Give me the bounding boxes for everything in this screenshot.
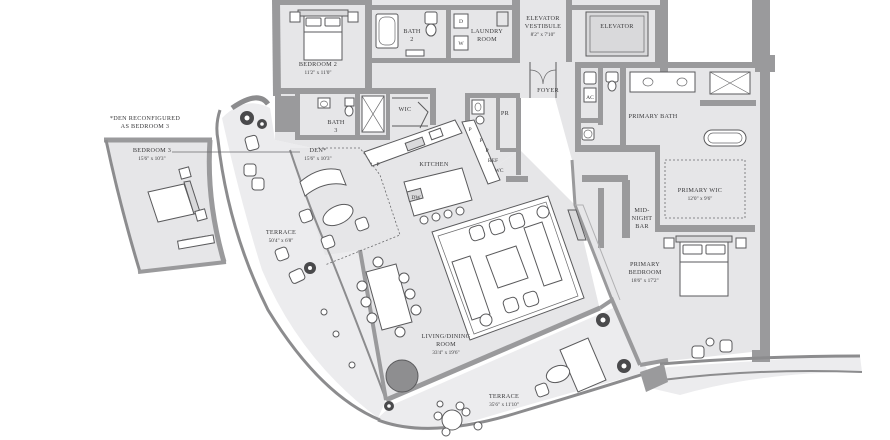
midnight-bar-label-3: BAR: [635, 223, 649, 230]
primary-wic-label: PRIMARY WIC: [678, 187, 722, 194]
living-dining-label-2: ROOM: [436, 341, 456, 348]
midnight-bar: MID- NIGHT BAR: [632, 207, 653, 230]
dishwasher-label: DW: [411, 195, 421, 201]
laundry-room: D W LAUNDRY ROOM: [453, 11, 509, 51]
primary-bedroom: PRIMARY BEDROOM 18'6" x 17'2": [628, 235, 747, 359]
wine-cooler-label: WC: [494, 168, 503, 174]
living-dining-dim: 33'4" x 19'6": [432, 350, 459, 356]
powder-room: PR: [471, 99, 510, 125]
inset-room-dim: 15'6" x 10'3": [138, 156, 165, 162]
bath-2-number: 2: [410, 36, 413, 43]
bath-2: BATH 2: [375, 11, 438, 57]
laundry-label: LAUNDRY: [471, 28, 503, 35]
foyer-label: FOYER: [537, 87, 559, 94]
bedroom-2-label: BEDROOM 2: [299, 61, 337, 68]
plant-icon: [617, 359, 631, 373]
refrigerator-label: REF: [488, 158, 498, 164]
pantry-3-label: P: [479, 138, 482, 144]
pantry-2-label: P: [468, 127, 471, 133]
living-dining-label: LIVING/DINING: [422, 333, 471, 340]
plant-icon: [304, 262, 316, 274]
living-dining-room: LIVING/DINING ROOM 33'4" x 19'6": [356, 195, 585, 393]
inset-note-line-1: *DEN RECONFIGURED: [110, 115, 180, 122]
elevator-vestibule-dim: 8'2" x 7'10": [531, 32, 556, 38]
elevator-vestibule: ELEVATOR VESTIBULE 8'2" x 7'10": [525, 15, 561, 38]
walk-in-closet: WIC: [392, 97, 429, 129]
terrace-west-dim: 50'4" x 6'8": [269, 238, 294, 244]
washer-label: W: [458, 41, 464, 47]
plant-icon: [596, 313, 610, 327]
powder-room-label: PR: [501, 110, 510, 117]
pantry-4-label: P: [485, 148, 488, 154]
pantry-1-label: P: [376, 162, 379, 168]
bath-3-label: BATH: [327, 119, 345, 126]
midnight-bar-label-2: NIGHT: [632, 215, 653, 222]
terrace-south-area: [378, 305, 648, 431]
midnight-bar-label: MID-: [634, 207, 649, 214]
bath-3-number: 3: [334, 127, 337, 134]
primary-bedroom-label-2: BEDROOM: [628, 269, 661, 276]
terrace-west-label: TERRACE: [266, 229, 296, 236]
inset-bedroom-3: *DEN RECONFIGURED AS BEDROOM 3 BEDROOM 3…: [104, 115, 300, 274]
plant-icon: [257, 119, 267, 129]
bath-2-label: BATH: [403, 28, 421, 35]
terrace-south: TERRACE 35'6" x 11'10": [433, 337, 607, 437]
terrace-south-label: TERRACE: [489, 393, 519, 400]
laundry-label-2: ROOM: [477, 36, 497, 43]
kitchen-label: KITCHEN: [419, 161, 448, 168]
wic-label: WIC: [399, 106, 412, 113]
elevator-vestibule-label-2: VESTIBULE: [525, 23, 561, 30]
den-dim: 15'6" x 10'3": [304, 156, 331, 162]
bath-3: BATH 3: [317, 95, 385, 134]
primary-wic-dim: 12'0" x 9'6": [688, 196, 713, 202]
plant-icon: [240, 111, 254, 125]
elevator-cab: [585, 11, 649, 57]
elevator-vestibule-label: ELEVATOR: [526, 15, 560, 22]
primary-bath: AC PRIMARY BATH: [581, 71, 751, 147]
den: DEN* 15'6" x 10'3": [298, 147, 401, 266]
terrace-west: TERRACE 50'4" x 6'8": [243, 134, 356, 369]
den-label: DEN*: [309, 147, 326, 154]
kitchen: P P P P REF WC DW KITCHEN: [363, 119, 504, 225]
dryer-label: D: [459, 19, 463, 25]
terrace-south-dim: 35'6" x 11'10": [489, 402, 519, 408]
bedroom-2: BEDROOM 2 11'2" x 11'0": [289, 9, 359, 76]
plant-icon: [384, 401, 394, 411]
elevator-label: ELEVATOR: [600, 23, 634, 30]
primary-bedroom-label: PRIMARY: [630, 261, 660, 268]
bedroom-2-dim: 11'2" x 11'0": [304, 70, 331, 76]
primary-bath-label: PRIMARY BATH: [629, 113, 678, 120]
ac-label: AC: [586, 95, 594, 101]
primary-bedroom-dim: 18'6" x 17'2": [631, 278, 658, 284]
primary-walk-in-closet: PRIMARY WIC 12'0" x 9'6": [664, 159, 746, 219]
inset-room-label: BEDROOM 3: [133, 147, 171, 154]
inset-note-line-2: AS BEDROOM 3: [121, 123, 170, 130]
